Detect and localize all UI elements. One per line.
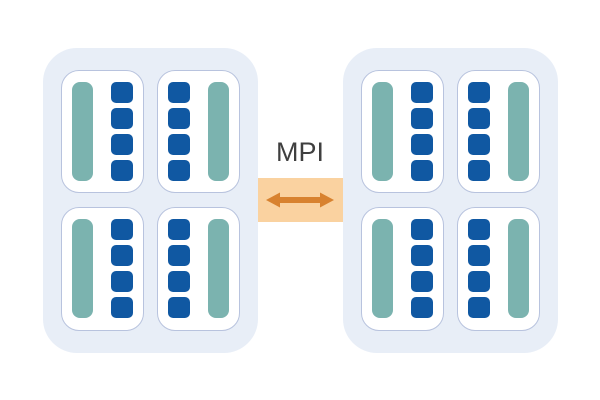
core-square	[410, 245, 433, 267]
core-square	[467, 159, 490, 181]
memory-bar	[207, 219, 229, 319]
cpu-socket	[360, 69, 444, 193]
core-square	[467, 107, 490, 129]
core-column	[410, 81, 433, 181]
mpi-link: MPI	[257, 0, 343, 400]
core-square	[410, 81, 433, 103]
mpi-band	[257, 178, 343, 222]
mpi-label: MPI	[275, 137, 324, 167]
cpu-socket	[156, 69, 240, 193]
core-column	[110, 219, 133, 319]
cpu-socket	[456, 69, 540, 193]
compute-node-left	[42, 47, 258, 353]
memory-bar	[507, 81, 529, 181]
core-square	[167, 219, 190, 241]
double-arrow-icon	[266, 192, 334, 208]
core-square	[110, 159, 133, 181]
core-square	[167, 81, 190, 103]
core-square	[467, 271, 490, 293]
memory-bar	[507, 219, 529, 319]
core-square	[167, 271, 190, 293]
cpu-socket	[60, 207, 144, 331]
memory-bar	[207, 81, 229, 181]
memory-bar	[371, 81, 393, 181]
core-square	[110, 245, 133, 267]
core-column	[467, 219, 490, 319]
core-square	[467, 297, 490, 319]
core-square	[167, 159, 190, 181]
core-square	[167, 133, 190, 155]
core-square	[467, 245, 490, 267]
core-column	[167, 219, 190, 319]
memory-bar	[371, 219, 393, 319]
core-square	[467, 219, 490, 241]
memory-bar	[71, 219, 93, 319]
compute-node-right	[342, 47, 558, 353]
core-square	[167, 245, 190, 267]
cpu-socket	[360, 207, 444, 331]
core-square	[110, 219, 133, 241]
core-square	[110, 271, 133, 293]
core-square	[110, 107, 133, 129]
core-square	[410, 219, 433, 241]
core-square	[410, 107, 433, 129]
core-column	[467, 81, 490, 181]
core-square	[410, 133, 433, 155]
core-column	[110, 81, 133, 181]
cpu-socket	[60, 69, 144, 193]
core-square	[410, 297, 433, 319]
core-square	[467, 133, 490, 155]
core-square	[410, 159, 433, 181]
core-column	[167, 81, 190, 181]
core-square	[167, 297, 190, 319]
cpu-socket	[456, 207, 540, 331]
core-square	[410, 271, 433, 293]
core-square	[467, 81, 490, 103]
memory-bar	[71, 81, 93, 181]
core-square	[167, 107, 190, 129]
core-square	[110, 133, 133, 155]
core-square	[110, 297, 133, 319]
core-column	[410, 219, 433, 319]
cpu-socket	[156, 207, 240, 331]
core-square	[110, 81, 133, 103]
